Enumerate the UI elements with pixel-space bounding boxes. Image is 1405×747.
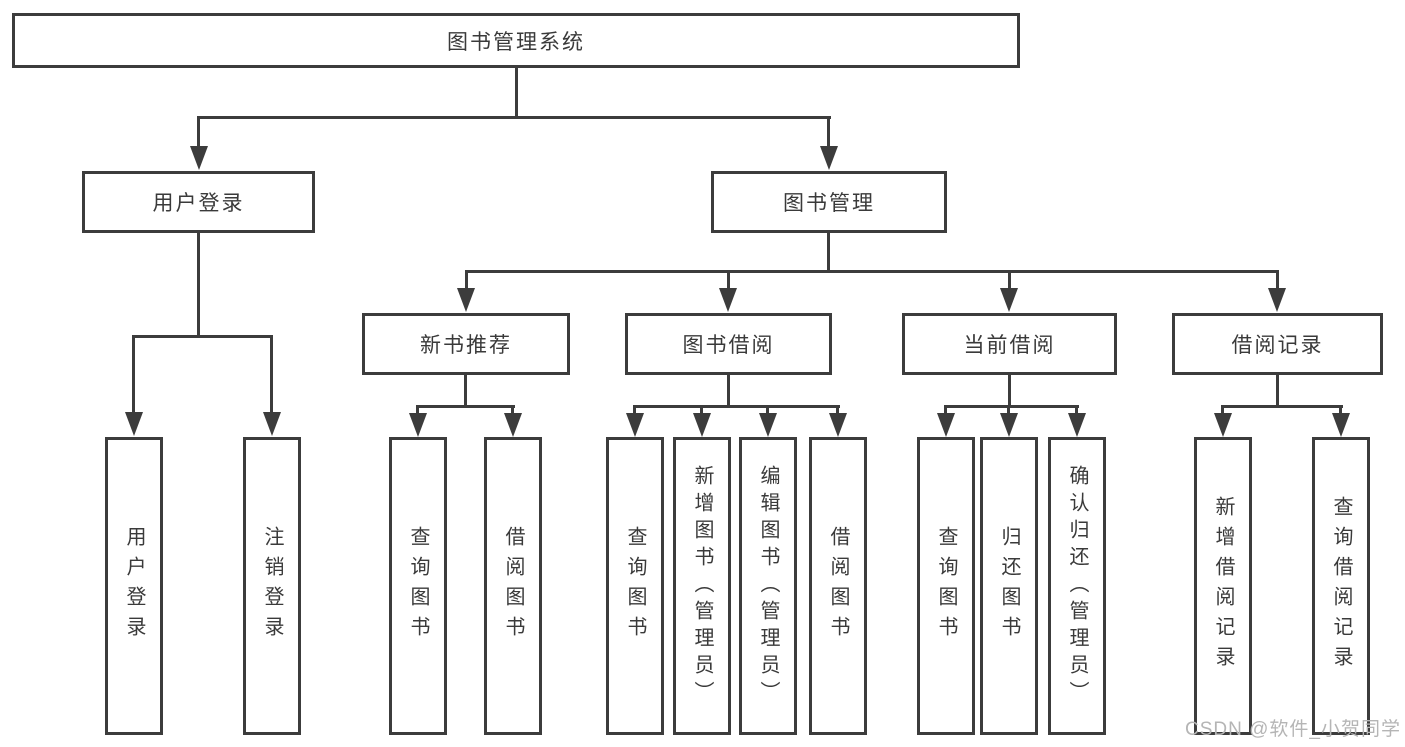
connector-nr-rail: [417, 405, 515, 408]
leaf-cb-query-books: 查询图书: [917, 437, 975, 735]
node-label: 借阅记录: [1231, 334, 1324, 357]
connector-bb-borrow-drop: [836, 405, 839, 417]
connector-user-login-stem: [197, 233, 200, 338]
arrow-down-icon: [190, 146, 208, 170]
connector-level1-rail: [197, 116, 831, 119]
connector-user-login-rail: [132, 335, 273, 338]
connector-nr-query-drop: [416, 405, 419, 417]
node-label: 借阅图书: [827, 526, 849, 646]
connector-cb-return-drop: [1007, 405, 1010, 417]
leaf-bb-add-books-admin: 新增图书（管理员）: [673, 437, 731, 735]
node-label: 查询借阅记录: [1330, 496, 1352, 676]
leaf-bb-query-books: 查询图书: [606, 437, 664, 735]
connector-cb-rail: [945, 405, 1079, 408]
leaf-cb-confirm-return-admin: 确认归还（管理员）: [1048, 437, 1106, 735]
connector-book-mgmt-drop: [827, 116, 830, 148]
connector-bb-add-drop: [700, 405, 703, 417]
connector-br-query-drop: [1339, 405, 1342, 417]
node-label: 用户登录: [123, 526, 145, 646]
connector-book-mgmt-stem: [827, 233, 830, 272]
arrow-down-icon: [263, 412, 281, 436]
node-borrowing-records: 借阅记录: [1172, 313, 1383, 375]
arrow-down-icon: [1214, 413, 1232, 437]
leaf-bb-borrow-books: 借阅图书: [809, 437, 867, 735]
arrow-down-icon: [125, 412, 143, 436]
node-label: 新书推荐: [420, 334, 512, 357]
node-label: 确认归还（管理员）: [1066, 464, 1088, 708]
arrow-down-icon: [829, 413, 847, 437]
arrow-down-icon: [820, 146, 838, 170]
leaf-logout: 注销登录: [243, 437, 301, 735]
node-current-borrowing: 当前借阅: [902, 313, 1117, 375]
node-label: 图书管理系统: [447, 30, 585, 54]
node-label: 查询图书: [935, 526, 957, 646]
node-book-management: 图书管理: [711, 171, 947, 233]
connector-br-stem: [1276, 375, 1279, 407]
node-label: 归还图书: [998, 526, 1020, 646]
arrow-down-icon: [409, 413, 427, 437]
connector-cb-stem: [1008, 375, 1011, 407]
connector-current-borrow-drop: [1008, 270, 1011, 290]
connector-root-stem: [515, 68, 518, 118]
node-book-borrowing: 图书借阅: [625, 313, 832, 375]
node-label: 注销登录: [261, 526, 283, 646]
node-label: 新增图书（管理员）: [691, 464, 713, 708]
leaf-br-query-record: 查询借阅记录: [1312, 437, 1370, 735]
arrow-down-icon: [1000, 413, 1018, 437]
node-label: 当前借阅: [963, 334, 1056, 357]
arrow-down-icon: [1068, 413, 1086, 437]
node-label: 用户登录: [152, 192, 245, 215]
connector-user-login-drop: [197, 116, 200, 148]
node-label: 查询图书: [624, 526, 646, 646]
leaf-nr-query-books: 查询图书: [389, 437, 447, 735]
connector-nr-borrow-drop: [511, 405, 514, 417]
leaf-cb-return-books: 归还图书: [980, 437, 1038, 735]
arrow-down-icon: [457, 288, 475, 312]
node-label: 图书管理: [783, 192, 875, 215]
connector-ul-logout-drop: [270, 335, 273, 415]
arrow-down-icon: [1000, 288, 1018, 312]
arrow-down-icon: [1332, 413, 1350, 437]
connector-bb-edit-drop: [766, 405, 769, 417]
leaf-nr-borrow-books: 借阅图书: [484, 437, 542, 735]
arrow-down-icon: [759, 413, 777, 437]
arrow-down-icon: [626, 413, 644, 437]
connector-bb-rail: [634, 405, 840, 408]
node-user-login: 用户登录: [82, 171, 315, 233]
connector-cb-confirm-drop: [1075, 405, 1078, 417]
node-label: 编辑图书（管理员）: [757, 464, 779, 708]
connector-borrow-records-drop: [1276, 270, 1279, 290]
node-new-book-recommend: 新书推荐: [362, 313, 570, 375]
leaf-bb-edit-books-admin: 编辑图书（管理员）: [739, 437, 797, 735]
arrow-down-icon: [1268, 288, 1286, 312]
connector-br-add-drop: [1221, 405, 1224, 417]
leaf-user-login: 用户登录: [105, 437, 163, 735]
node-label: 图书借阅: [682, 334, 775, 357]
connector-bb-query-drop: [633, 405, 636, 417]
arrow-down-icon: [504, 413, 522, 437]
node-label: 新增借阅记录: [1212, 496, 1234, 676]
leaf-br-add-record: 新增借阅记录: [1194, 437, 1252, 735]
connector-new-book-rec-drop: [465, 270, 468, 290]
connector-br-rail: [1222, 405, 1343, 408]
connector-ul-login-drop: [132, 335, 135, 415]
arrow-down-icon: [937, 413, 955, 437]
node-label: 借阅图书: [502, 526, 524, 646]
node-library-management-system: 图书管理系统: [12, 13, 1020, 68]
arrow-down-icon: [693, 413, 711, 437]
arrow-down-icon: [719, 288, 737, 312]
connector-bb-stem: [727, 375, 730, 407]
node-label: 查询图书: [407, 526, 429, 646]
connector-cb-query-drop: [944, 405, 947, 417]
connector-level2-rail: [465, 270, 1279, 273]
connector-nr-stem: [464, 375, 467, 407]
connector-book-borrow-drop: [727, 270, 730, 290]
csdn-watermark: CSDN @软件_小贺同学: [1185, 719, 1401, 740]
